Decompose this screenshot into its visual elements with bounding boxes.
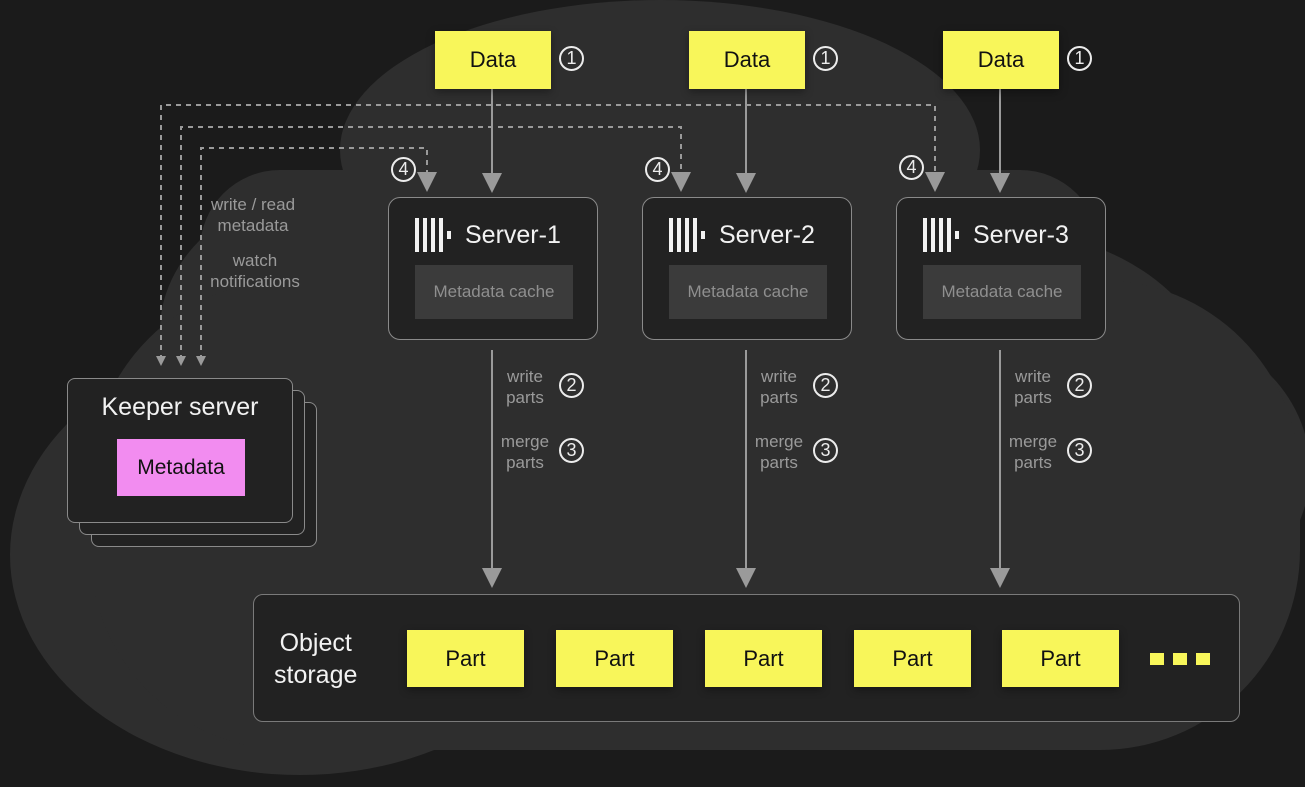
clickhouse-logo-icon (669, 218, 705, 252)
write-read-metadata-label: write / read metadata (210, 195, 296, 235)
step-1-badge: 1 (813, 46, 838, 71)
data-label: Data (723, 47, 771, 72)
part-box: Part (1002, 630, 1119, 687)
data-box-3: Data (943, 31, 1059, 89)
object-storage-panel: Object storage Part Part Part Part Part (253, 594, 1240, 722)
merge-parts-label: merge parts (1008, 432, 1058, 472)
part-box: Part (705, 630, 822, 687)
clickhouse-logo-icon (923, 218, 959, 252)
server-name: Server-1 (465, 221, 561, 249)
metadata-cache: Metadata cache (923, 265, 1081, 319)
step-2-badge: 2 (559, 373, 584, 398)
step-1-badge: 1 (559, 46, 584, 71)
server-3-card: Server-3 Metadata cache (896, 197, 1106, 340)
server-1-card: Server-1 Metadata cache (388, 197, 598, 340)
step-4-badge: 4 (899, 155, 924, 180)
step-4-badge: 4 (391, 157, 416, 182)
server-name: Server-2 (719, 221, 815, 249)
step-2-badge: 2 (1067, 373, 1092, 398)
watch-notifications-label: watch notifications (210, 251, 300, 291)
write-parts-label: write parts (760, 367, 798, 407)
metadata-cache: Metadata cache (669, 265, 827, 319)
data-box-2: Data (689, 31, 805, 89)
data-label: Data (977, 47, 1025, 72)
write-parts-label: write parts (1014, 367, 1052, 407)
part-box: Part (854, 630, 971, 687)
step-3-badge: 3 (1067, 438, 1092, 463)
server-2-card: Server-2 Metadata cache (642, 197, 852, 340)
step-1-badge: 1 (1067, 46, 1092, 71)
object-storage-label: Object storage (274, 629, 358, 689)
keeper-server-title: Keeper server (101, 393, 259, 421)
data-label: Data (469, 47, 517, 72)
keeper-metadata-box: Metadata (117, 439, 245, 496)
keeper-server-card: Keeper server Metadata (67, 378, 293, 523)
part-box: Part (407, 630, 524, 687)
part-box: Part (556, 630, 673, 687)
more-parts-icon (1150, 653, 1210, 665)
metadata-cache: Metadata cache (415, 265, 573, 319)
step-3-badge: 3 (813, 438, 838, 463)
server-name: Server-3 (973, 221, 1069, 249)
step-4-badge: 4 (645, 157, 670, 182)
merge-parts-label: merge parts (500, 432, 550, 472)
step-2-badge: 2 (813, 373, 838, 398)
merge-parts-label: merge parts (754, 432, 804, 472)
step-3-badge: 3 (559, 438, 584, 463)
write-parts-label: write parts (506, 367, 544, 407)
clickhouse-logo-icon (415, 218, 451, 252)
data-box-1: Data (435, 31, 551, 89)
